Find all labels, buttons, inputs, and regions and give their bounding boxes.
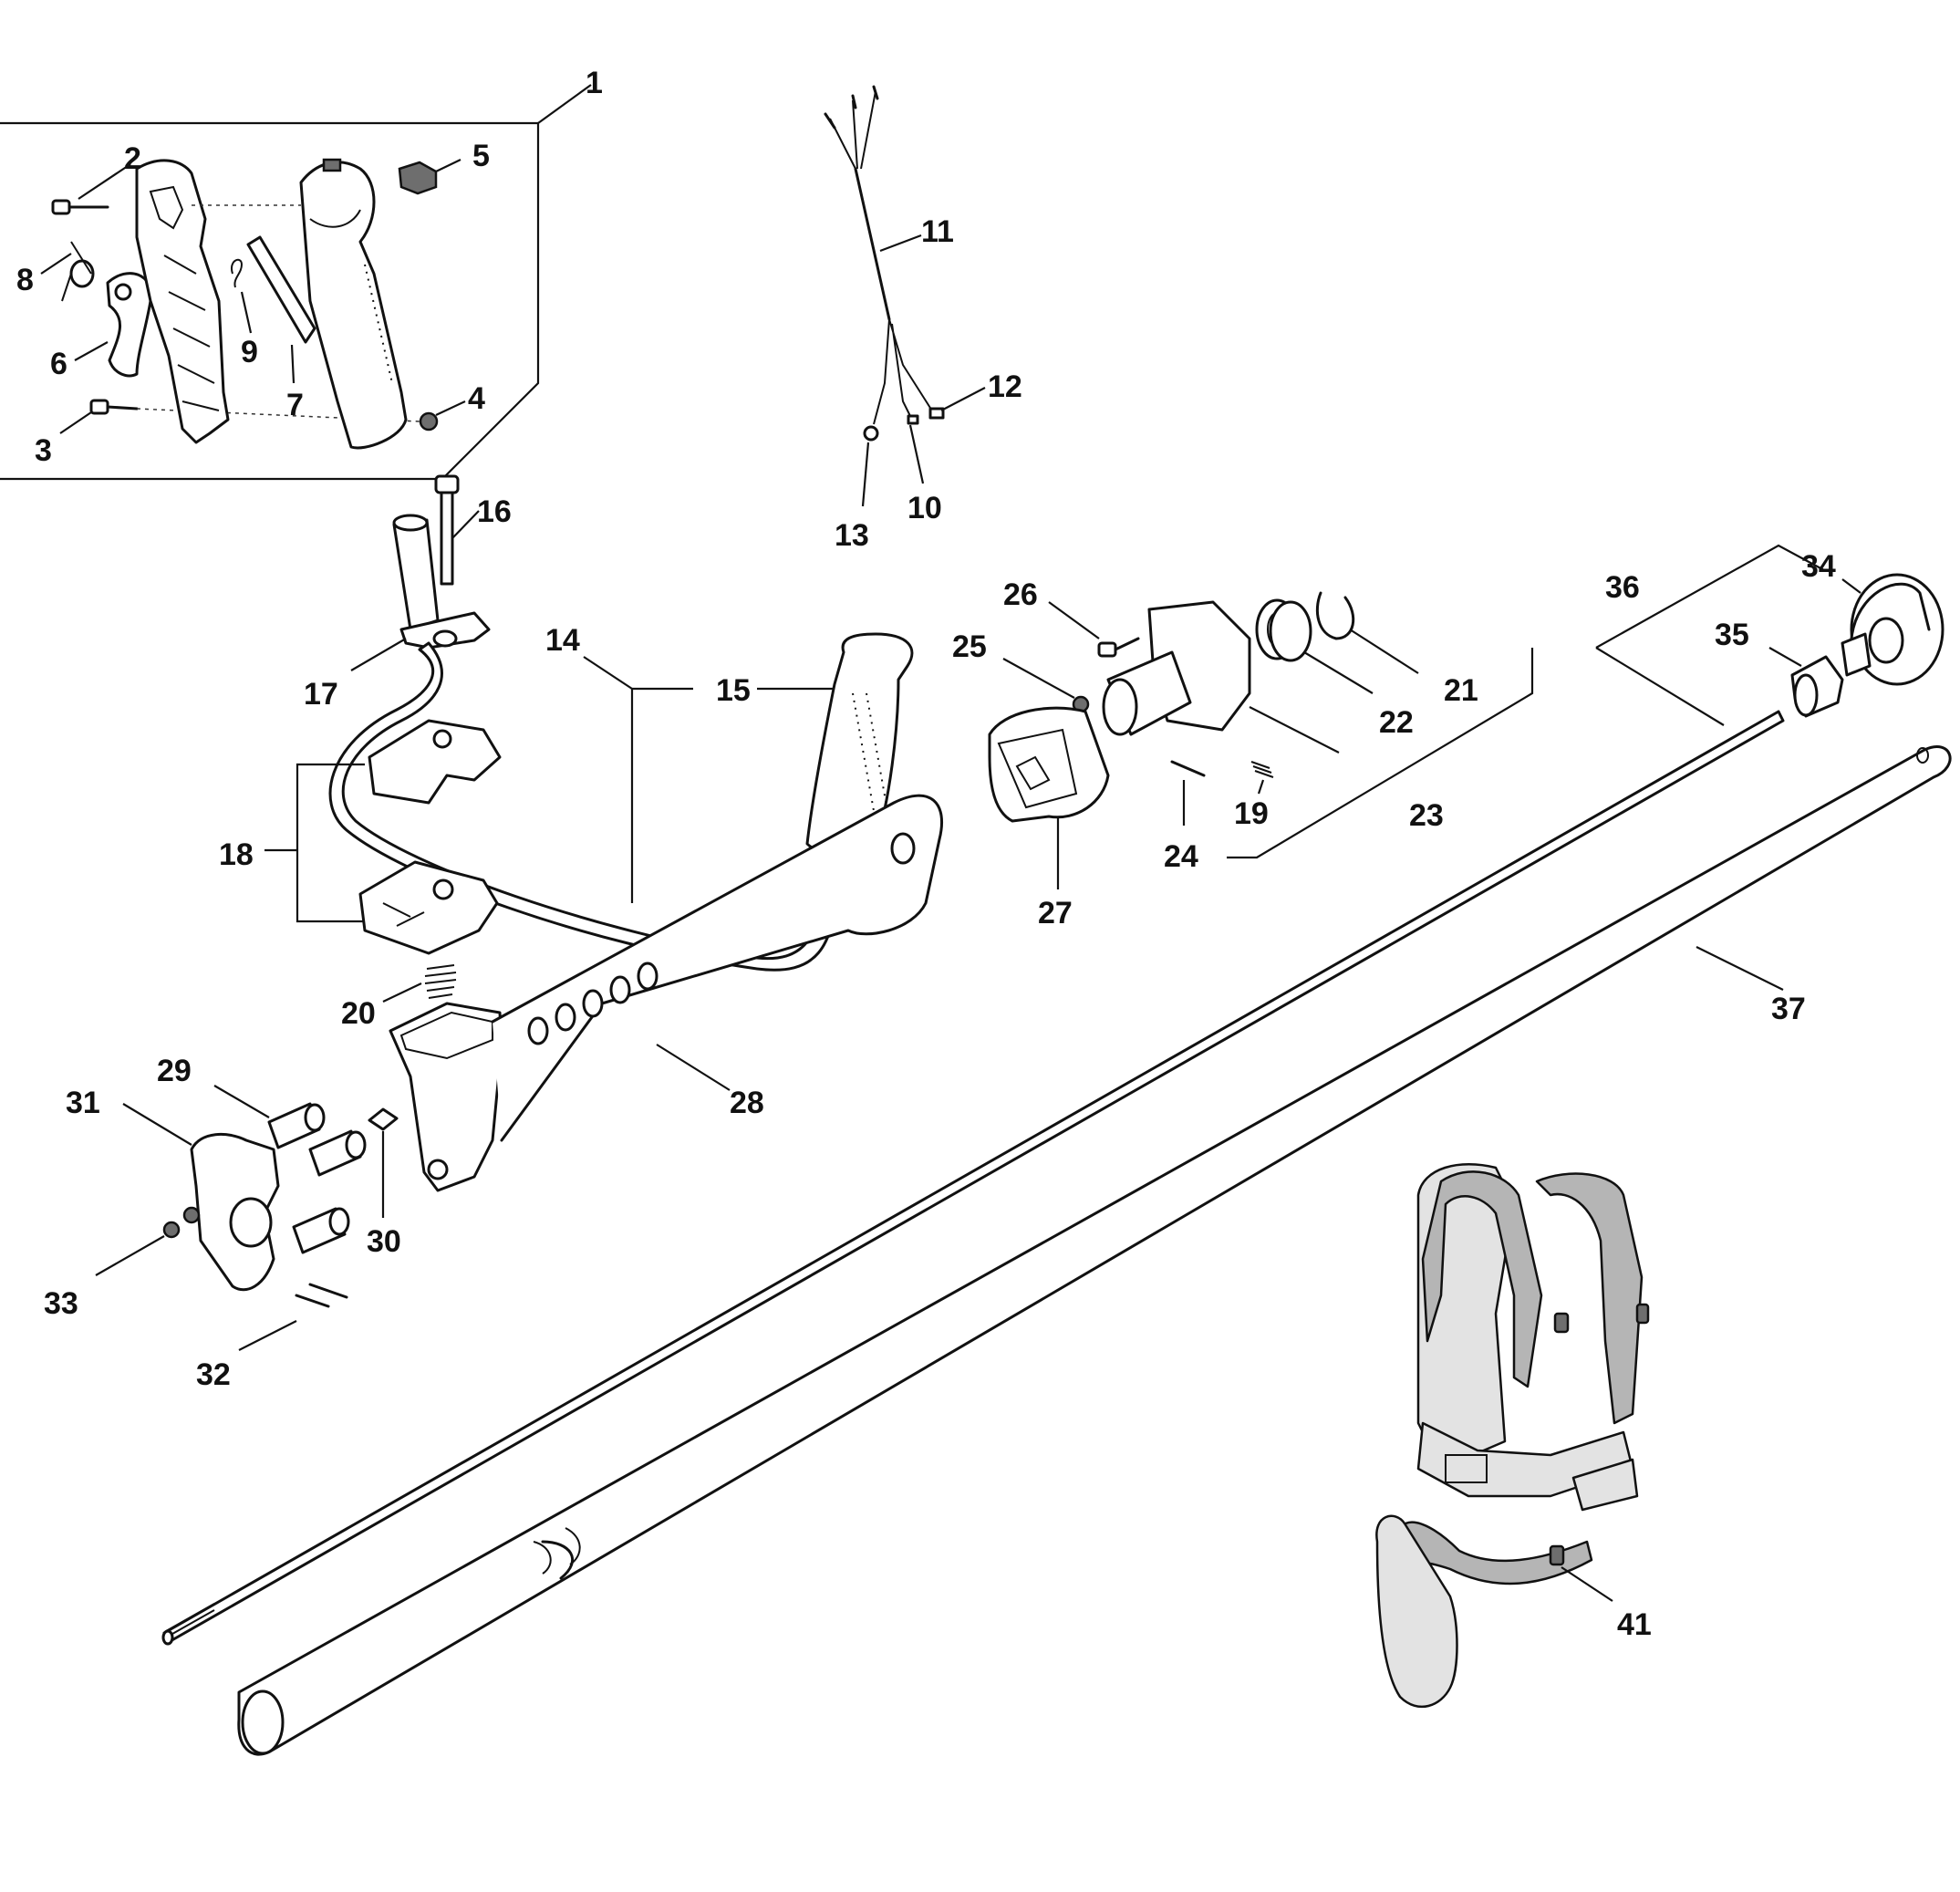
part-6-trigger [74, 272, 152, 378]
part-29-bushing [213, 1085, 367, 1177]
part-31-bracket [122, 1103, 280, 1292]
part-25-nut [1002, 658, 1090, 713]
label-7: 7 [286, 388, 304, 422]
handle-left-half [135, 159, 301, 444]
part-22-bearing [1255, 598, 1374, 694]
throttle-handle-group-box [0, 84, 592, 481]
label-37: 37 [1771, 992, 1806, 1026]
part-27-cover [988, 706, 1110, 889]
label-23: 23 [1409, 798, 1444, 833]
label-1: 1 [586, 66, 603, 100]
part-18-clamp [264, 719, 502, 955]
label-12: 12 [988, 369, 1022, 404]
label-29: 29 [157, 1054, 192, 1088]
part-3-screw [59, 399, 420, 434]
part-19-grub-screw [1250, 761, 1274, 795]
label-14: 14 [545, 623, 580, 658]
part-23-gear-housing [1102, 600, 1340, 754]
part-20-spring [382, 964, 457, 1003]
label-26: 26 [1003, 577, 1038, 612]
part-28-clamp-body [389, 794, 944, 1192]
label-33: 33 [44, 1286, 78, 1321]
label-24: 24 [1164, 839, 1198, 874]
part-37-tube [237, 745, 1952, 1756]
label-35: 35 [1715, 618, 1749, 652]
part-2-screw [51, 163, 131, 215]
label-3: 3 [35, 433, 52, 468]
label-41: 41 [1617, 1607, 1652, 1642]
label-11: 11 [921, 214, 954, 249]
label-4: 4 [468, 381, 485, 416]
label-2: 2 [124, 141, 141, 176]
label-9: 9 [241, 335, 258, 369]
part-33-nuts [95, 1206, 201, 1276]
label-5: 5 [472, 139, 490, 173]
label-25: 25 [952, 629, 987, 664]
label-8: 8 [16, 263, 34, 297]
label-10: 10 [907, 491, 942, 525]
group-19-27-leader [1227, 648, 1534, 859]
label-6: 6 [50, 347, 67, 381]
label-20: 20 [341, 996, 376, 1031]
label-34: 34 [1801, 549, 1836, 584]
part-34-clutch-drum [1841, 573, 1944, 686]
label-27: 27 [1038, 896, 1073, 930]
part-17-wing-knob [350, 611, 491, 671]
label-22: 22 [1379, 705, 1414, 740]
label-15: 15 [716, 673, 751, 708]
tube-break-mark [533, 1527, 581, 1580]
part-36-drive-shaft [161, 544, 1825, 1646]
part-16-bolt [434, 474, 480, 586]
label-17: 17 [304, 677, 338, 712]
part-8-spring [40, 241, 95, 302]
part-26-screw [1048, 601, 1140, 658]
part-35-nut [1768, 647, 1844, 718]
part-7-lever [246, 235, 316, 384]
part-5-switch [398, 159, 461, 195]
label-28: 28 [730, 1086, 764, 1120]
label-31: 31 [66, 1086, 100, 1120]
label-21: 21 [1444, 673, 1478, 708]
part-24-screw [1170, 760, 1206, 826]
callout-labels: 1 2 3 4 5 6 7 8 9 10 11 12 13 14 15 16 1… [16, 66, 1836, 1642]
part-30-nut [368, 1107, 399, 1218]
part-9-clip [231, 258, 253, 334]
label-18: 18 [219, 837, 254, 872]
post-tube [392, 514, 440, 631]
label-36: 36 [1605, 570, 1640, 605]
label-30: 30 [367, 1224, 401, 1259]
label-16: 16 [477, 494, 512, 529]
part-11-wire-harness [824, 85, 986, 507]
label-13: 13 [835, 518, 869, 553]
label-32: 32 [196, 1357, 231, 1392]
part-41-harness [1375, 1163, 1650, 1708]
part-4-nut [419, 400, 466, 431]
part-32-screws [238, 1283, 348, 1351]
label-19: 19 [1234, 796, 1269, 831]
part-21-circlip [1315, 591, 1419, 674]
handle-right-half [299, 158, 408, 450]
part-29-bushing-lower [292, 1207, 350, 1254]
